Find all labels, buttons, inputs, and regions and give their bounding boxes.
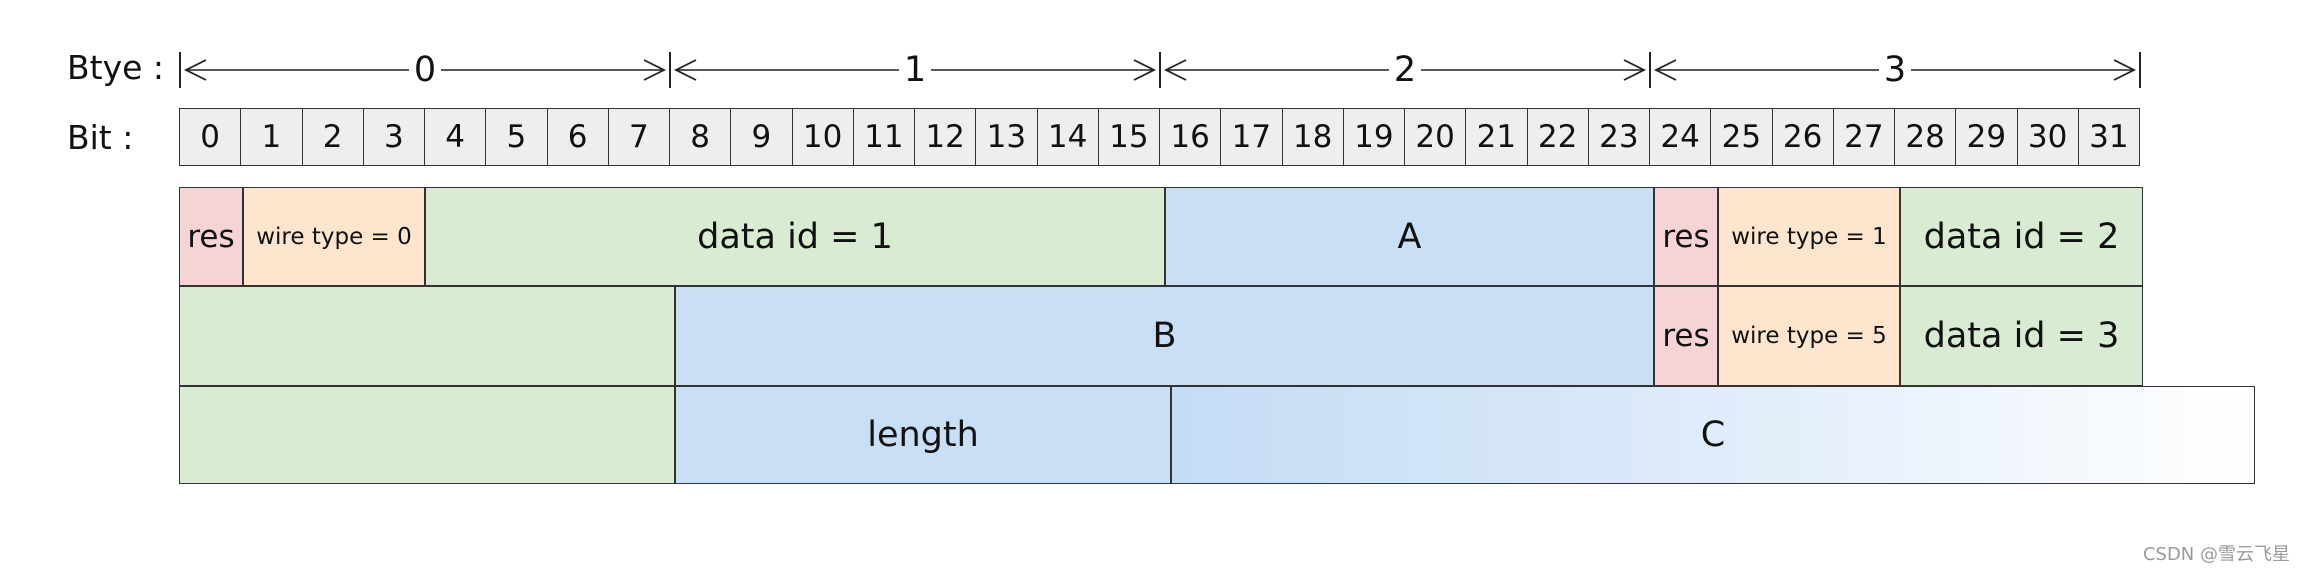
- bit-cell: 30: [2016, 108, 2079, 166]
- bit-cell: 26: [1771, 108, 1834, 166]
- length-field: length: [675, 386, 1171, 484]
- bit-cell: 6: [546, 108, 609, 166]
- arrow-left-head: [183, 59, 207, 81]
- bit-cell: 23: [1587, 108, 1650, 166]
- bit-cell: 31: [2077, 108, 2140, 166]
- bit-cell: 1: [240, 108, 303, 166]
- bit-cell: 19: [1342, 108, 1405, 166]
- bit-cell: 24: [1649, 108, 1712, 166]
- arrow-right-head: [2113, 59, 2137, 81]
- byte-number: 1: [904, 50, 926, 90]
- bit-cell: 2: [301, 108, 364, 166]
- byte-scale: 0 1 2 3: [179, 50, 2141, 90]
- value-field-b: B: [675, 286, 1654, 386]
- watermark: CSDN @雪云飞星: [2142, 544, 2290, 565]
- wire-type-field: wire type = 1: [1718, 187, 1900, 286]
- arrow-left-head: [673, 59, 697, 81]
- bit-cell: 11: [852, 108, 915, 166]
- bit-cell: 20: [1404, 108, 1467, 166]
- value-field-c: C: [1171, 386, 2255, 484]
- bit-cell: 16: [1159, 108, 1222, 166]
- bit-cell: 12: [914, 108, 977, 166]
- wire-type-field: wire type = 0: [243, 187, 425, 286]
- arrow-right-head: [1623, 59, 1647, 81]
- bit-cell: 3: [362, 108, 425, 166]
- bit-cell: 8: [669, 108, 732, 166]
- bit-cell: 21: [1465, 108, 1528, 166]
- byte-number: 3: [1884, 50, 1906, 90]
- bit-cell: 4: [424, 108, 487, 166]
- value-continuation-block: [179, 286, 675, 386]
- bit-cell: 10: [791, 108, 854, 166]
- bit-cell: 25: [1710, 108, 1773, 166]
- arrow-left-head: [1163, 59, 1187, 81]
- wire-type-field: wire type = 5: [1718, 286, 1900, 386]
- res-field: res: [179, 187, 243, 286]
- byte-number: 0: [414, 50, 436, 90]
- byte-number: 2: [1394, 50, 1416, 90]
- data-id-field: data id = 3: [1900, 286, 2143, 386]
- bit-cell: 15: [1097, 108, 1160, 166]
- bit-cell: 28: [1894, 108, 1957, 166]
- res-field: res: [1654, 187, 1718, 286]
- bit-cell: 0: [179, 108, 242, 166]
- bit-cell: 27: [1832, 108, 1895, 166]
- value-field-a: A: [1165, 187, 1654, 286]
- bit-row-label: Bit :: [67, 118, 134, 157]
- bit-cell: 22: [1526, 108, 1589, 166]
- bit-cell: 18: [1281, 108, 1344, 166]
- bit-cell: 7: [607, 108, 670, 166]
- arrow-right-head: [643, 59, 667, 81]
- byte-row-label: Btye :: [67, 48, 165, 87]
- data-id-field: data id = 1: [425, 187, 1165, 286]
- data-id-field: data id = 2: [1900, 187, 2143, 286]
- bit-cell: 17: [1220, 108, 1283, 166]
- bit-cell: 14: [1036, 108, 1099, 166]
- bit-cell: 13: [975, 108, 1038, 166]
- arrow-right-head: [1133, 59, 1157, 81]
- arrow-left-head: [1653, 59, 1677, 81]
- bit-cell: 5: [485, 108, 548, 166]
- bit-cell: 29: [1955, 108, 2018, 166]
- value-continuation-block: [179, 386, 675, 484]
- res-field: res: [1654, 286, 1718, 386]
- bit-cell: 9: [730, 108, 793, 166]
